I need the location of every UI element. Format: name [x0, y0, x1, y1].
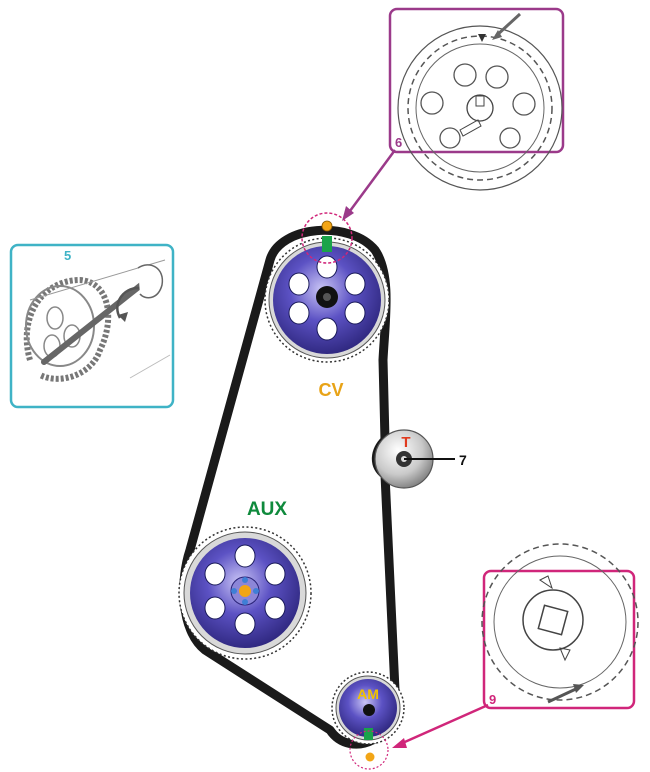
aux-pulley-icon [178, 526, 312, 660]
inset-cam-mark-panel [388, 7, 565, 191]
cam-pulley-icon [264, 237, 390, 363]
tensioner-icon [374, 429, 455, 489]
inset-crank-mark-panel [481, 543, 639, 710]
cam-mark-highlight [301, 212, 353, 264]
crank-timing-dot [365, 752, 375, 762]
aux-pulley-label: AUX [247, 499, 287, 520]
inset-tool-number: 5 [64, 248, 71, 263]
crank-mark-highlight [349, 730, 389, 770]
callout-arrow-crank [397, 703, 489, 747]
cam-pulley-label: CV [318, 380, 343, 400]
cam-timing-dot [321, 220, 333, 232]
crank-pulley-icon [331, 671, 405, 745]
inset-crank-mark-number: 9 [489, 692, 496, 707]
crank-timing-mark [364, 728, 373, 740]
callout-arrow-cam [345, 149, 397, 216]
crank-pulley-label: AM [357, 686, 379, 702]
callout-7: 7 [459, 452, 467, 468]
callout-arrow-cam-head [342, 206, 354, 221]
inset-cam-mark-number: 6 [395, 135, 402, 150]
tensioner-label: T [401, 434, 410, 451]
timing-mark-icon [322, 236, 332, 252]
wrench-icon [41, 264, 164, 365]
callout-arrow-crank-head [392, 738, 407, 748]
